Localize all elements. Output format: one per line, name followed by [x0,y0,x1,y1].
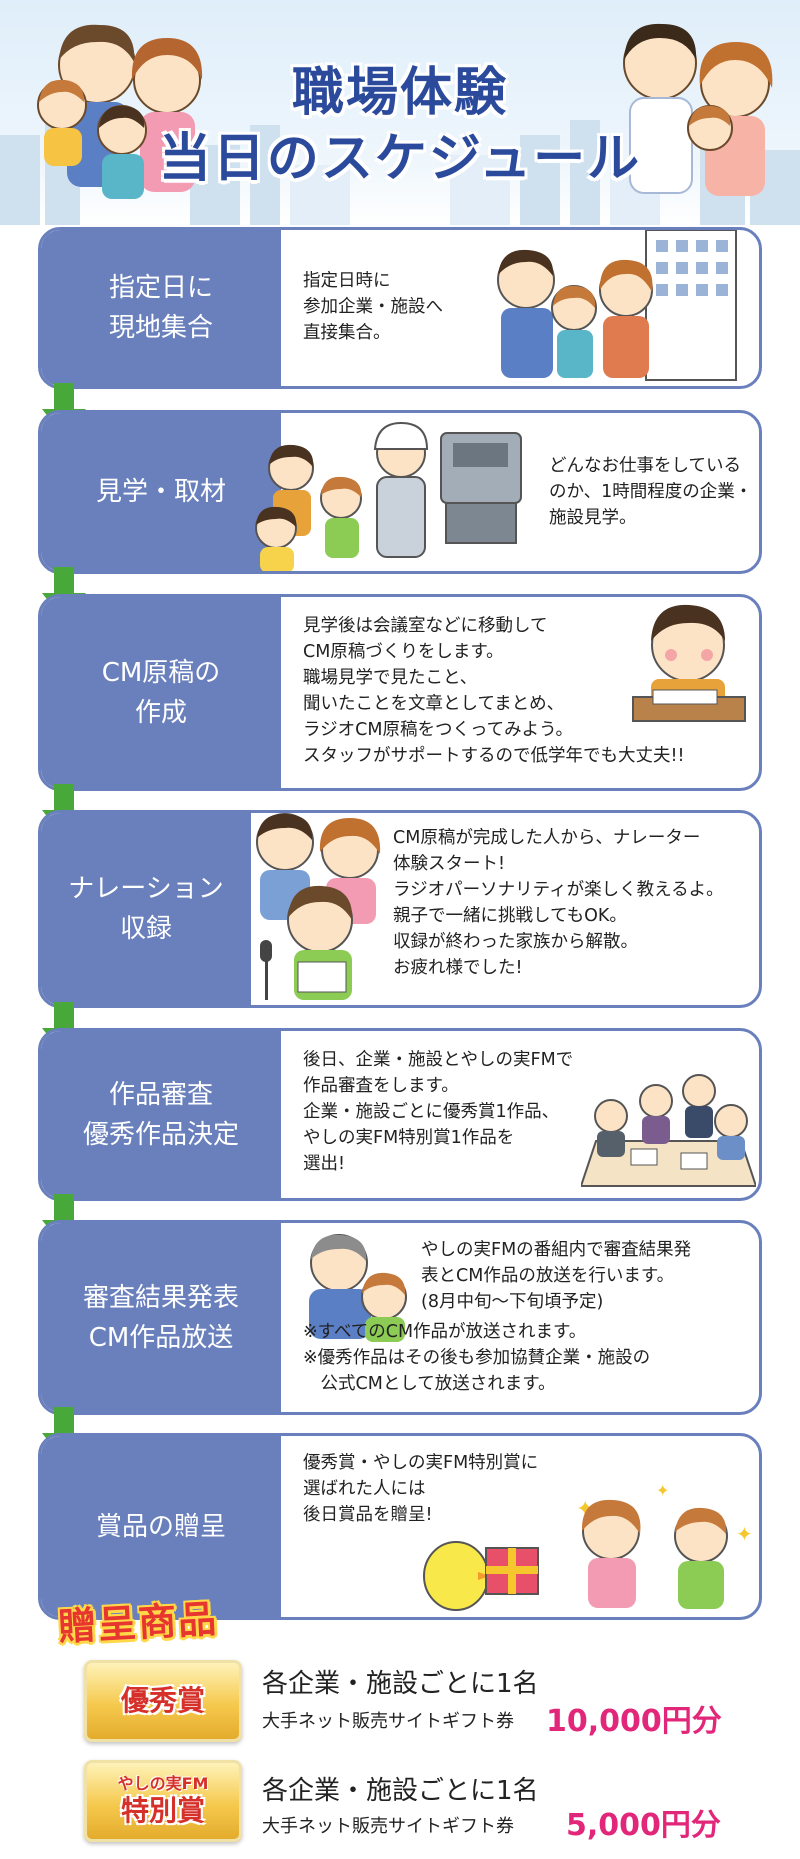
step-6-card: 審査結果発表 CM作品放送 やしの実FMの番組内で審査結果発 表とCM作品の放送… [38,1220,762,1415]
step-1-label: 指定日に 現地集合 [41,230,281,386]
prize-badge-label: 特別賞 [120,1794,205,1827]
step-3-label: CM原稿の 作成 [41,597,281,788]
page-title: 職場体験 当日のスケジュール [0,60,800,192]
prize-1-line-1: 各企業・施設ごとに1名 [262,1669,539,1699]
step-7-label: 賞品の贈呈 [41,1436,281,1617]
prize-badge-excellence: 優秀賞 [84,1660,242,1742]
step-2-description: どんなお仕事をしている のか、1時間程度の企業・ 施設見学。 [549,456,753,528]
step-6-label: 審査結果発表 CM作品放送 [41,1223,281,1412]
prize-2-line-1: 各企業・施設ごとに1名 [262,1776,539,1806]
prize-2-line-2: 大手ネット販売サイトギフト券 [262,1816,514,1837]
prize-1-line-2: 大手ネット販売サイトギフト券 [262,1711,514,1732]
prize-badge-special: やしの実FM 特別賞 [84,1760,242,1842]
step-4-label: ナレーション 収録 [41,813,251,1005]
factory-tour-illustration [255,421,522,571]
celebrating-children-gift-illustration: ✦ ✦ ✦ [423,1481,753,1611]
narration-recording-illustration [256,813,381,1000]
title-line-2: 当日のスケジュール [158,129,642,189]
judging-meeting-illustration [581,1074,756,1187]
prize-heading: 贈呈商品 [57,1596,220,1650]
student-writing-illustration [632,604,746,722]
step-2-label: 見学・取材 [41,413,281,571]
step-7-card: 賞品の贈呈 優秀賞・やしの実FM特別賞に 選ばれた人には 後日賞品を贈呈! ✦ … [38,1433,762,1620]
svg-text:✦: ✦ [656,1481,669,1500]
step-3-description: 見学後は会議室などに移動して CM原稿づくりをします。 職場見学で見たこと、 聞… [303,616,685,766]
header-banner: 職場体験 当日のスケジュール [0,0,800,225]
step-6-description: やしの実FMの番組内で審査結果発 表とCM作品の放送を行います。 (8月中旬〜下… [421,1240,692,1312]
step-5-card: 作品審査 優秀作品決定 後日、企業・施設とやしの実FMで 作品審査をします。 企… [38,1028,762,1201]
step-5-label: 作品審査 優秀作品決定 [41,1031,281,1198]
step-5-description: 後日、企業・施設とやしの実FMで 作品審査をします。 企業・施設ごとに優秀賞1作… [303,1050,574,1174]
parent-child-radio-illustration [309,1234,407,1342]
family-left-illustration [37,24,203,199]
step-4-card: ナレーション 収録 CM原稿が完成した人から、ナレーター 体験スタート! ラジオ… [38,810,762,1008]
step-4-description: CM原稿が完成した人から、ナレーター 体験スタート! ラジオパーソナリティが楽し… [393,828,724,978]
family-right-illustration [623,23,773,196]
step-6-note: ※すべてのCM作品が放送されます。 ※優秀作品はその後も参加協賛企業・施設の 公… [303,1322,651,1394]
prize-1-amount: 10,000円分 [546,1704,722,1739]
meeting-at-building-illustration [497,230,737,381]
prize-badge-label: 優秀賞 [120,1684,205,1717]
prize-badge-small-label: やしの実FM [117,1774,209,1793]
title-line-1: 職場体験 [291,63,508,123]
step-3-card: CM原稿の 作成 見学後は会議室などに移動して CM原稿づくりをします。 職場見… [38,594,762,791]
step-2-card: 見学・取材 どんなお仕事をしている のか、1時間程度の企業・ 施設見学。 [38,410,762,574]
svg-text:✦: ✦ [736,1522,753,1546]
step-1-description: 指定日時に 参加企業・施設へ 直接集合。 [303,271,443,343]
step-7-description: 優秀賞・やしの実FM特別賞に 選ばれた人には 後日賞品を贈呈! [303,1453,539,1525]
step-1-card: 指定日に 現地集合 指定日時に 参加企業・施設へ 直接集合。 [38,227,762,389]
prize-2-amount: 5,000円分 [566,1808,721,1843]
